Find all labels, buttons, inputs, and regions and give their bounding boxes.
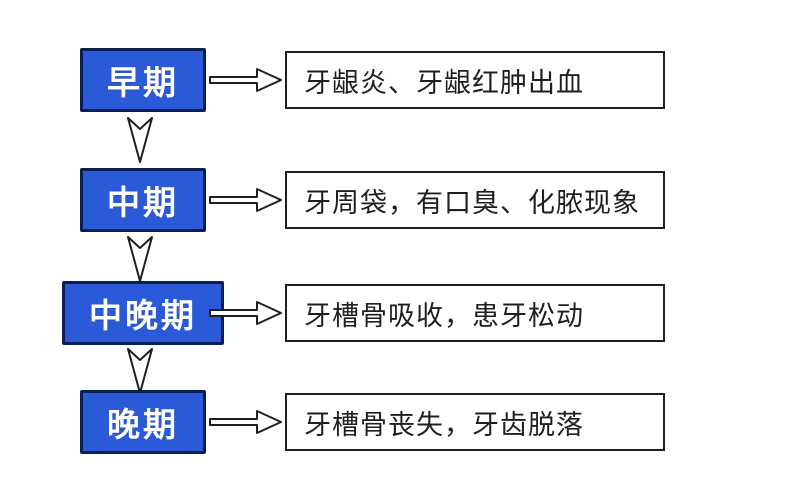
stage-row-late: 晚期 牙槽骨丧失，牙齿脱落 [0,389,800,455]
down-arrow-icon [127,117,153,163]
description-box: 牙周袋，有口臭、化脓现象 [285,171,665,229]
stage-box-mid-late: 中晚期 [62,281,224,345]
right-arrow-icon [209,188,282,212]
down-arrow-icon [127,348,153,394]
description-box: 牙槽骨吸收，患牙松动 [285,284,665,342]
stage-row-mid-late: 中晚期 牙槽骨吸收，患牙松动 [0,280,800,346]
stage-label: 中期 [107,184,179,221]
stage-box-middle: 中期 [80,168,206,232]
description-box: 牙龈炎、牙龈红肿出血 [285,51,665,109]
stage-label: 早期 [107,64,179,101]
right-arrow-icon [209,301,282,325]
stage-row-early: 早期 牙龈炎、牙龈红肿出血 [0,47,800,113]
stage-description: 牙槽骨丧失，牙齿脱落 [304,409,584,440]
right-arrow-icon [209,410,282,434]
stage-row-middle: 中期 牙周袋，有口臭、化脓现象 [0,167,800,233]
stage-description: 牙龈炎、牙龈红肿出血 [304,67,584,98]
stage-label: 中晚期 [89,297,197,334]
stage-box-early: 早期 [80,48,206,112]
stage-label: 晚期 [107,406,179,443]
stage-description: 牙周袋，有口臭、化脓现象 [304,187,640,218]
stage-description: 牙槽骨吸收，患牙松动 [304,300,584,331]
stage-box-late: 晚期 [80,390,206,454]
description-box: 牙槽骨丧失，牙齿脱落 [285,393,665,451]
right-arrow-icon [209,68,282,92]
down-arrow-icon [127,236,153,282]
